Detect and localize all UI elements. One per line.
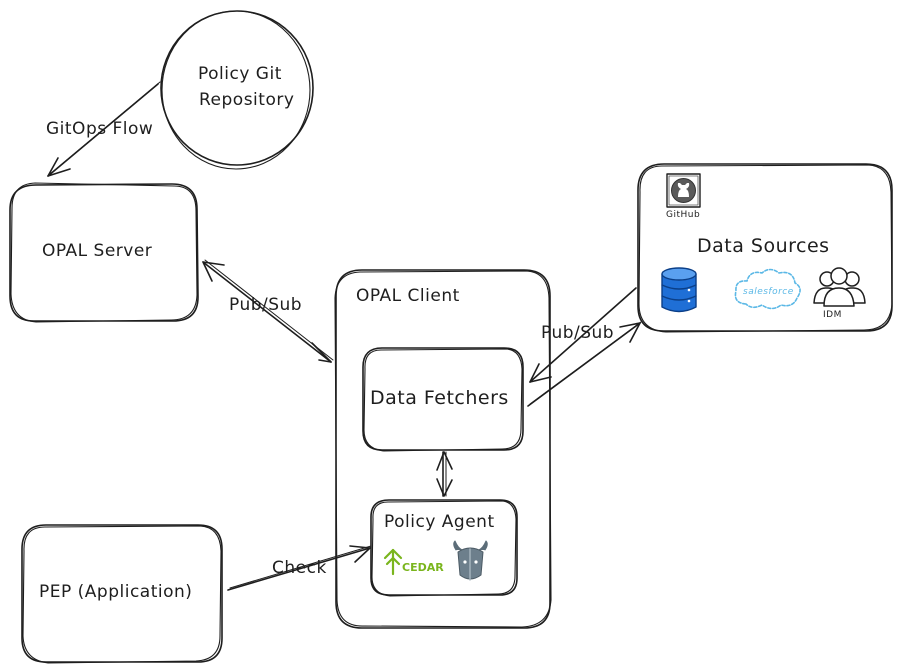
gitops-edge-label: GitOps Flow	[46, 119, 154, 139]
pep-node	[21, 524, 223, 664]
pubsub-server-arrow	[202, 259, 334, 363]
github-icon	[666, 173, 701, 208]
data-sources-label: Data Sources	[697, 235, 830, 257]
data-sources-node	[637, 163, 893, 333]
opal-server-label: OPAL Server	[42, 241, 153, 261]
opal-client-label: OPAL Client	[356, 286, 460, 306]
fetchers-agent-arrow	[436, 451, 453, 497]
pep-label: PEP (Application)	[39, 582, 193, 602]
salesforce-label: salesforce	[743, 287, 794, 297]
database-icon	[661, 267, 697, 313]
policy-repo-label-line2: Repository	[199, 90, 295, 110]
check-arrow	[227, 545, 372, 591]
pubsub-server-edge-label: Pub/Sub	[229, 295, 303, 315]
opal-client-node	[334, 269, 552, 629]
data-fetchers-label: Data Fetchers	[370, 387, 509, 409]
opal-server-node	[9, 182, 199, 323]
policy-repo-label-line1: Policy Git	[198, 64, 282, 84]
opa-logo-icon	[453, 540, 488, 581]
idm-users-icon	[813, 267, 866, 307]
policy-agent-label: Policy Agent	[384, 512, 495, 532]
policy-agent-node	[370, 499, 518, 597]
github-label: GitHub	[666, 210, 701, 220]
salesforce-icon	[734, 268, 801, 310]
cedar-label: CEDAR	[402, 561, 444, 574]
pubsub-sources-arrow	[527, 287, 642, 407]
policy-repo-node	[160, 10, 314, 170]
gitops-arrow	[47, 81, 161, 177]
data-fetchers-node	[362, 347, 524, 452]
idm-label: IDM	[823, 310, 842, 320]
check-edge-label: Check	[272, 558, 327, 578]
pubsub-sources-edge-label: Pub/Sub	[541, 323, 615, 343]
cedar-logo-icon	[383, 548, 403, 576]
